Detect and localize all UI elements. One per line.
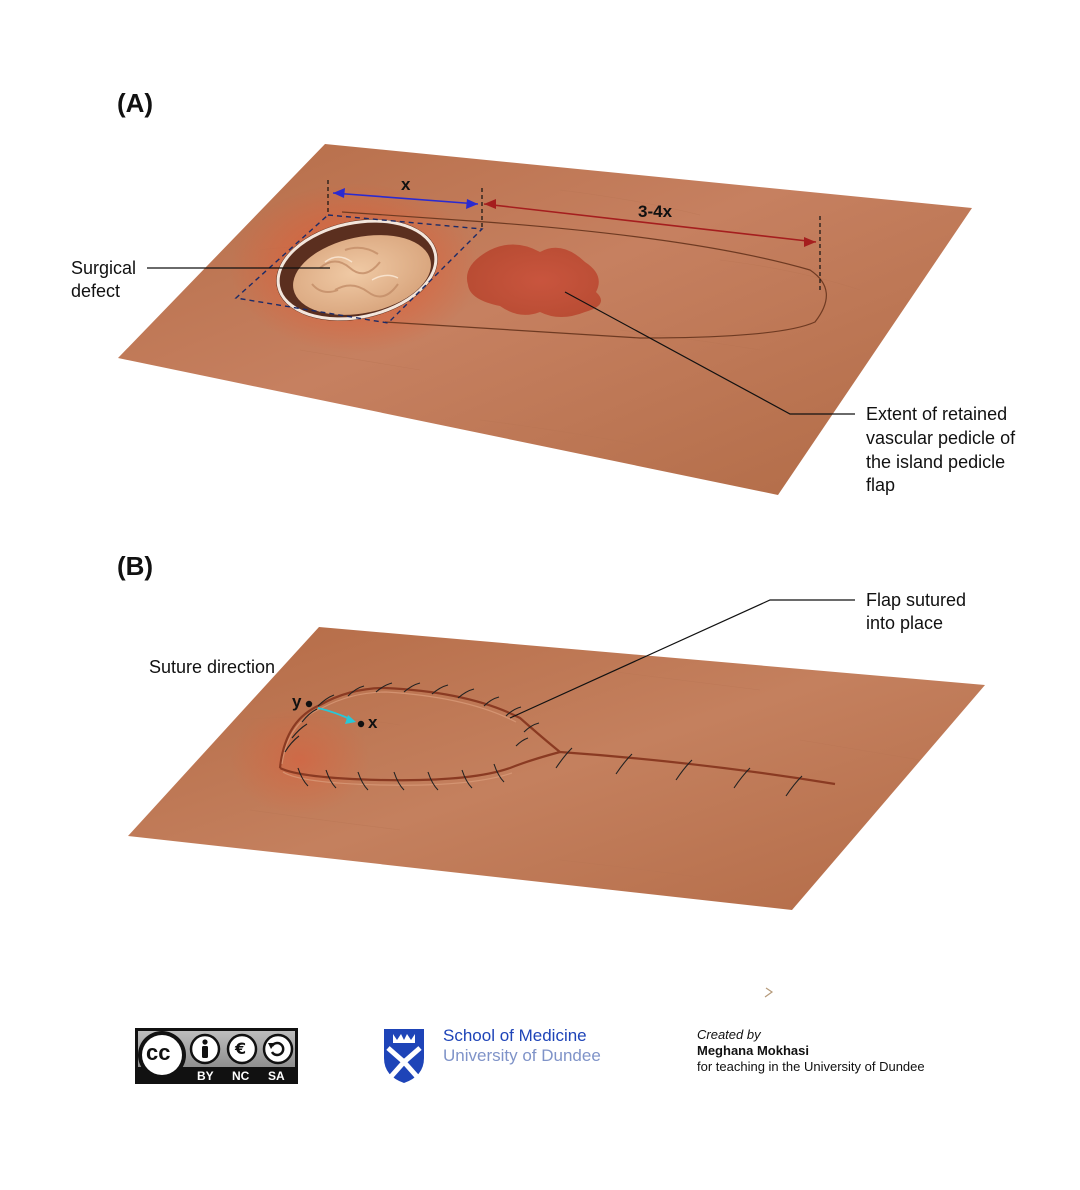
dimension-length-line — [483, 199, 817, 247]
sutured-flap-highlight — [281, 691, 517, 786]
surgical-defect-label-line2: defect — [71, 281, 121, 301]
point-y-label: y — [292, 692, 302, 711]
dimension-x-line — [332, 188, 479, 209]
dimension-length-label: 3-4x — [638, 202, 673, 221]
cc-license-badge — [135, 1028, 298, 1084]
dimension-x-label: x — [401, 175, 411, 194]
purpose-text: for teaching in the University of Dundee — [697, 1059, 925, 1074]
sutured-flap-incision — [278, 686, 836, 786]
pedicle-label-line1: Extent of retained — [866, 404, 1008, 424]
point-x-label: x — [368, 713, 378, 732]
vascular-pedicle-area — [466, 244, 602, 317]
pedicle-label-line3: the island pedicle — [866, 452, 1006, 472]
point-y — [305, 700, 313, 708]
nc-euro-icon: € — [235, 1039, 247, 1058]
cc-logo-text: cc — [146, 1040, 171, 1065]
author-name: Meghana Mokhasi — [697, 1043, 809, 1058]
flap-outline — [341, 211, 827, 339]
flap-label-line2: into place — [866, 613, 944, 633]
surgical-defect — [276, 219, 438, 321]
suture-direction-label: Suture direction — [149, 657, 276, 677]
skin-surface-a — [118, 144, 972, 495]
pedicle-label-line4: flap — [866, 475, 896, 495]
leader-pedicle — [564, 291, 855, 415]
stray-mark — [764, 987, 774, 998]
school-name: School of Medicine — [443, 1026, 587, 1045]
suture-direction-arrow — [317, 707, 356, 724]
share-alike-arrow — [268, 1043, 275, 1049]
person-icon — [202, 1039, 208, 1058]
university-name: University of Dundee — [443, 1046, 601, 1065]
leader-flap — [509, 599, 855, 719]
cc-sa-label: SA — [268, 1069, 285, 1083]
flap-label-line1: Flap sutured — [866, 590, 967, 610]
panel-a-label: (A) — [117, 88, 154, 118]
created-by-label: Created by — [697, 1027, 761, 1042]
share-alike-icon — [270, 1041, 285, 1057]
sutures — [284, 682, 803, 797]
cc-nc-label: NC — [232, 1069, 250, 1083]
point-x — [357, 720, 365, 728]
cc-by-label: BY — [197, 1069, 214, 1083]
skin-surface-b — [128, 627, 985, 910]
pedicle-label-line2: vascular pedicle of — [866, 428, 1016, 448]
panel-b-label: (B) — [117, 551, 154, 581]
dundee-crest-icon — [384, 1029, 424, 1083]
surgical-defect-label-line1: Surgical — [71, 258, 137, 278]
defect-dashed-boundary — [234, 214, 484, 324]
